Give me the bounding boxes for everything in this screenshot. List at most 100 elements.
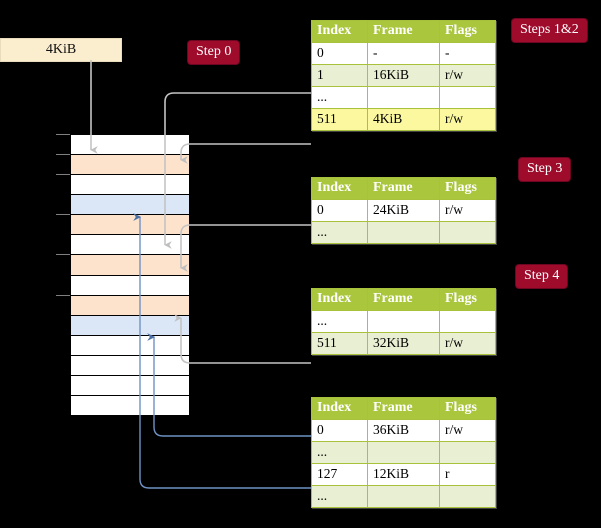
table-row: ... bbox=[311, 441, 496, 464]
cell-flags: - bbox=[439, 42, 496, 65]
link-table-level-2-to-memory bbox=[180, 224, 311, 272]
badge-step-4: Step 4 bbox=[516, 265, 568, 288]
cell-frame: 12KiB bbox=[367, 463, 440, 486]
column-header-frame: Frame bbox=[367, 397, 440, 420]
memory-frame-row bbox=[70, 174, 190, 196]
cell-flags: r/w bbox=[439, 64, 496, 87]
table-row: ... bbox=[311, 310, 496, 333]
cell-index: 0 bbox=[311, 419, 368, 442]
cell-frame bbox=[367, 310, 440, 333]
cell-frame bbox=[367, 86, 440, 109]
cell-index: 511 bbox=[311, 108, 368, 131]
table-row: ... bbox=[311, 221, 496, 244]
cell-frame bbox=[367, 485, 440, 508]
page-frame-label: 4KiB bbox=[45, 42, 77, 57]
cell-index: 511 bbox=[311, 332, 368, 355]
cell-frame: - bbox=[367, 42, 440, 65]
column-header-flags: Flags bbox=[439, 288, 496, 311]
memory-frame-tick bbox=[56, 254, 70, 256]
table-row: ... bbox=[311, 86, 496, 109]
column-header-index: Index bbox=[311, 288, 368, 311]
page-frame-box: 4KiB bbox=[0, 38, 122, 62]
cell-flags bbox=[439, 86, 496, 109]
column-header-index: Index bbox=[311, 20, 368, 43]
memory-frame-tick bbox=[56, 294, 70, 296]
column-header-index: Index bbox=[311, 177, 368, 200]
memory-frame-row bbox=[70, 234, 190, 256]
memory-frame-row bbox=[70, 134, 190, 156]
memory-frame-row bbox=[70, 374, 190, 396]
cell-frame: 16KiB bbox=[367, 64, 440, 87]
memory-frame-tick bbox=[56, 154, 70, 156]
column-header-flags: Flags bbox=[439, 177, 496, 200]
cell-frame bbox=[367, 221, 440, 244]
cell-frame: 4KiB bbox=[367, 108, 440, 131]
cell-flags bbox=[439, 485, 496, 508]
badge-step-0-label: Step 0 bbox=[196, 44, 232, 59]
cell-flags: r/w bbox=[439, 199, 496, 222]
cell-index: 127 bbox=[311, 463, 368, 486]
cell-frame bbox=[367, 441, 440, 464]
table-row: ... bbox=[311, 485, 496, 508]
memory-frame-row bbox=[70, 394, 190, 416]
badge-step-4-label: Step 4 bbox=[524, 268, 560, 283]
cell-frame: 36KiB bbox=[367, 419, 440, 442]
badge-step-3: Step 3 bbox=[519, 158, 571, 181]
cell-index: 1 bbox=[311, 64, 368, 87]
column-header-frame: Frame bbox=[367, 20, 440, 43]
cell-flags bbox=[439, 441, 496, 464]
memory-frame-row bbox=[70, 274, 190, 296]
memory-frame-row bbox=[70, 194, 190, 216]
column-header-flags: Flags bbox=[439, 20, 496, 43]
memory-frame-row bbox=[70, 294, 190, 316]
column-header-flags: Flags bbox=[439, 397, 496, 420]
cell-frame: 24KiB bbox=[367, 199, 440, 222]
memory-frame-tick bbox=[56, 174, 70, 176]
link-memory-to-table-level-3 bbox=[174, 314, 311, 364]
cell-flags bbox=[439, 310, 496, 333]
cell-flags: r bbox=[439, 463, 496, 486]
column-header-frame: Frame bbox=[367, 288, 440, 311]
column-header-frame: Frame bbox=[367, 177, 440, 200]
badge-steps-1-2: Steps 1&2 bbox=[512, 19, 587, 42]
table-row: 0-- bbox=[311, 42, 496, 65]
cell-flags bbox=[439, 221, 496, 244]
cell-flags: r/w bbox=[439, 419, 496, 442]
memory-frame-tick bbox=[56, 134, 70, 135]
cell-index: ... bbox=[311, 310, 368, 333]
memory-frame-row bbox=[70, 154, 190, 176]
memory-frame-row bbox=[70, 214, 190, 236]
cell-index: ... bbox=[311, 221, 368, 244]
cell-index: 0 bbox=[311, 42, 368, 65]
cell-flags: r/w bbox=[439, 332, 496, 355]
cell-flags: r/w bbox=[439, 108, 496, 131]
memory-frame-row bbox=[70, 254, 190, 276]
cell-frame: 32KiB bbox=[367, 332, 440, 355]
badge-steps-1-2-label: Steps 1&2 bbox=[520, 22, 579, 37]
cell-index: ... bbox=[311, 86, 368, 109]
cell-index: ... bbox=[311, 485, 368, 508]
column-header-index: Index bbox=[311, 397, 368, 420]
badge-step-3-label: Step 3 bbox=[527, 161, 563, 176]
memory-frame-row bbox=[70, 334, 190, 356]
cell-index: 0 bbox=[311, 199, 368, 222]
memory-frame-row bbox=[70, 354, 190, 376]
memory-frame-row bbox=[70, 314, 190, 336]
physical-memory-stack bbox=[70, 134, 190, 416]
link-memory-to-table-level-1 bbox=[180, 143, 311, 164]
cell-index: ... bbox=[311, 441, 368, 464]
